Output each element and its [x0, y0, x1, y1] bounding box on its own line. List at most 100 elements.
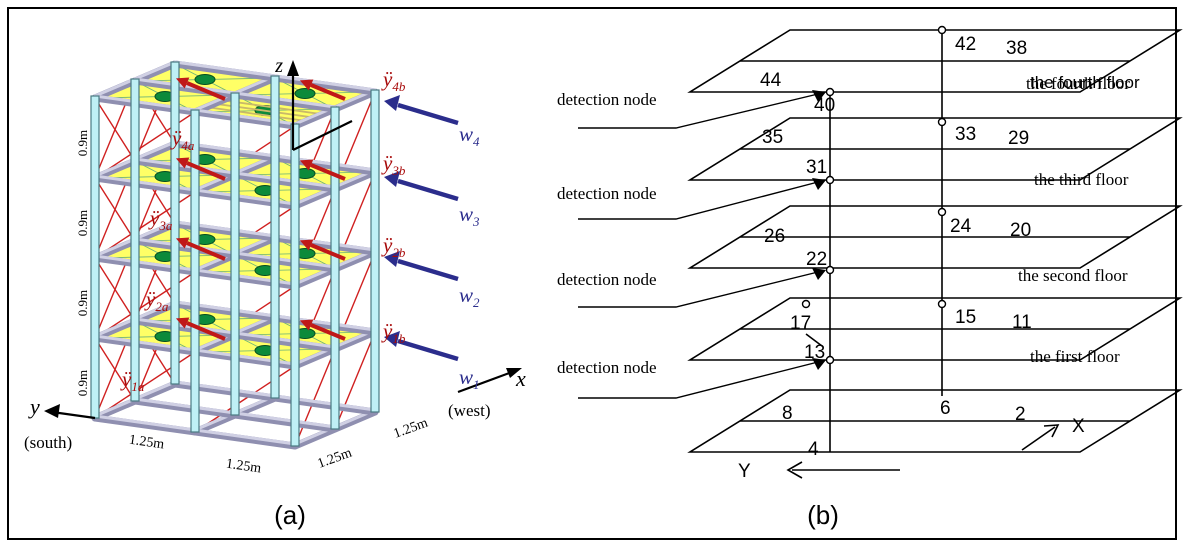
node-label-42: 42	[955, 34, 976, 55]
node-label-44: 44	[760, 70, 782, 91]
accel-1a-base: ÿ	[120, 367, 132, 391]
z-axis-horizontal	[292, 120, 353, 151]
accel-2b-sub: 2b	[392, 245, 406, 260]
z-axis-arrowhead	[287, 60, 299, 76]
accel-4b-sub: 4b	[392, 79, 406, 94]
accel-label-2b: ÿ2b	[381, 233, 406, 260]
accel-label-4b: ÿ4b	[381, 67, 406, 94]
panel-b-caption: (b)	[807, 500, 839, 530]
y-direction-south: (south)	[24, 433, 72, 452]
mass-block-4-1-1	[294, 88, 316, 99]
wind-arrow-head-3	[384, 171, 400, 187]
accel-4b-base: ÿ	[381, 67, 393, 91]
node-label-17: 17	[790, 313, 811, 334]
panel-a-frame-model: z x (west) y (south) 0.9m 0.9m 0.9m 0.9m…	[24, 55, 526, 530]
pointer-line-3	[578, 361, 819, 399]
column-0-2	[170, 61, 180, 385]
brace-left-x-0-0	[94, 337, 136, 402]
node-label-38: 38	[1006, 38, 1027, 59]
column-1-1	[230, 92, 240, 416]
node-label-15: 15	[955, 307, 976, 328]
wind-arrow-3	[397, 178, 459, 202]
node-label-6: 6	[940, 398, 951, 419]
left-stub-line	[805, 333, 823, 347]
accel-4a-sub: 4a	[181, 138, 195, 153]
detection-label-4: detection node	[557, 90, 657, 109]
detection-label-2: detection node	[557, 270, 657, 289]
node-label-26: 26	[764, 226, 785, 247]
pointer-head-3	[812, 358, 826, 370]
node-label-35: 35	[762, 127, 783, 148]
accel-arrow-b-3-head	[299, 159, 314, 171]
column-2-1	[330, 106, 340, 430]
Y-axis-label: Y	[738, 461, 751, 482]
wind-arrow-head-1	[384, 331, 400, 347]
accel-1b-sub: 1b	[392, 331, 406, 346]
wind-2-sub: 2	[473, 295, 480, 310]
accel-4a-base: ÿ	[170, 126, 182, 150]
accel-arrow-b-4	[310, 83, 346, 101]
story-height-3: 0.9m	[75, 210, 90, 236]
node-label-40: 40	[814, 95, 835, 116]
node-marker-3	[937, 117, 947, 127]
floor-outline-1	[687, 297, 1183, 361]
span-label-3: 1.25m	[316, 446, 354, 472]
wind-4-sub: 4	[473, 134, 480, 149]
load-arrows	[175, 77, 459, 362]
brace-right-0-0	[294, 348, 336, 447]
column-1-0	[190, 109, 200, 433]
mass-block-4-0-1	[194, 74, 216, 85]
accel-label-3b: ÿ3b	[381, 151, 406, 178]
panel-b-node-schematic: 40 42 44 38 the fourth floor 31 33 35 29…	[557, 25, 1183, 530]
floor-name-first: the first floor	[1030, 347, 1120, 366]
accel-arrow-a-2	[186, 241, 226, 261]
y-axis-arrowhead	[44, 404, 60, 418]
brace-left-x-1-0	[94, 257, 136, 322]
node-marker-7	[937, 299, 947, 309]
y-axis-label: y	[28, 394, 40, 419]
accel-arrow-a-1	[186, 321, 226, 341]
accel-3b-base: ÿ	[381, 151, 393, 175]
wind-arrow-head-4	[384, 95, 400, 111]
accel-3b-sub: 3b	[391, 163, 406, 178]
z-axis-label: z	[274, 55, 283, 77]
node-label-8: 8	[782, 403, 793, 424]
node-marker-1	[937, 25, 947, 35]
node-markers	[801, 25, 947, 365]
node-label-4: 4	[808, 439, 819, 460]
floor-outline-4	[687, 29, 1183, 93]
x-axis-label: x	[515, 366, 526, 391]
node-label-24: 24	[950, 216, 972, 237]
node-label-11: 11	[1012, 312, 1032, 333]
accel-arrow-a-2-head	[175, 237, 190, 249]
floor-name-third: the third floor	[1034, 170, 1129, 189]
accel-arrow-b-3	[310, 163, 346, 181]
span-label-2: 1.25m	[225, 457, 262, 477]
brace-right-0-1	[334, 331, 376, 430]
floor-outline-2	[687, 205, 1183, 269]
panel-a-caption: (a)	[274, 500, 306, 530]
accel-label-2a: ÿ2a	[144, 287, 169, 314]
detection-label-3: detection node	[557, 184, 657, 203]
accel-arrow-a-3	[186, 161, 226, 181]
floor-name-4: the fourth floor	[1030, 73, 1140, 92]
pointer-head-1	[812, 178, 826, 190]
node-label-13: 13	[804, 342, 825, 363]
node-label-20: 20	[1010, 220, 1031, 241]
wind-label-2: w2	[459, 283, 480, 310]
accel-arrow-b-2	[310, 243, 346, 261]
span-label-1: 1.25m	[128, 433, 165, 453]
span-label-4: 1.25m	[392, 416, 430, 442]
pointer-line-1	[578, 181, 819, 220]
brace-left-x-2-0	[94, 177, 136, 242]
wind-3-base: w	[459, 202, 473, 226]
accel-arrow-a-1-head	[175, 317, 190, 329]
y-axis-line	[51, 410, 96, 420]
story-height-4: 0.9m	[75, 130, 90, 156]
node-label-22: 22	[806, 249, 827, 270]
accel-arrow-b-1	[310, 323, 346, 341]
floor-outline-0	[687, 389, 1183, 453]
column-2-0	[290, 123, 300, 447]
accel-arrow-b-2-head	[299, 239, 314, 251]
node-marker-5	[937, 207, 947, 217]
